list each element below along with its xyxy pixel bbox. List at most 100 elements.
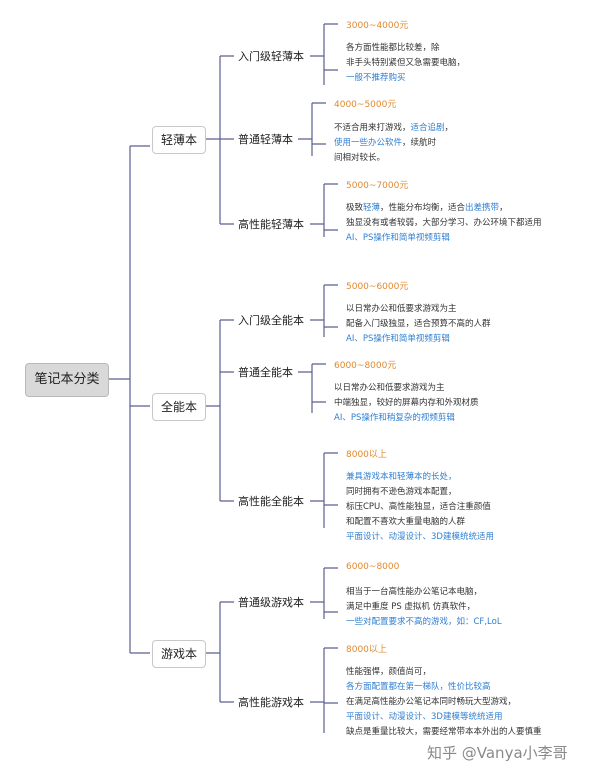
description-text: 间相对较长。	[334, 153, 386, 163]
watermark: 知乎 @Vanya小李哥	[427, 744, 568, 762]
description-line: 和配置不喜欢大重量电脑的人群	[346, 515, 494, 530]
description-line: 使用一些办公软件，续航时	[334, 136, 453, 151]
description-text: 各方面性能都比较差，除	[346, 43, 440, 53]
description-text: ，	[444, 123, 454, 133]
description-block: 相当于一台高性能办公笔记本电脑， 满足中重度 PS 虚拟机 仿真软件， 一些对配置要…	[346, 585, 502, 630]
description-line: AI、PS操作和简单视频剪辑	[346, 332, 491, 347]
price-label: 4000~5000元	[334, 100, 397, 110]
description-line: 配备入门级独显，适合预算不高的人群	[346, 317, 491, 332]
description-line: 独显没有或者较弱，大部分学习、办公环境下都适用	[346, 216, 542, 231]
description-text: 配备入门级独显，适合预算不高的人群	[346, 319, 491, 329]
description-line: 在满足高性能办公笔记本同时畅玩大型游戏，	[346, 695, 542, 710]
description-text: ，续航时	[402, 138, 437, 148]
description-text: 一般不推荐购买	[346, 73, 406, 83]
description-line: 间相对较长。	[334, 151, 453, 166]
description-block: 以日常办公和低要求游戏为主配备入门级独显，适合预算不高的人群 AI、PS操作和简单…	[346, 302, 491, 347]
description-text: 适合追剧	[410, 123, 445, 133]
price-label: 3000~4000元	[346, 21, 409, 31]
price-label: 8000以上	[346, 450, 387, 460]
description-line: 兼具游戏本和轻薄本的长处，	[346, 470, 494, 485]
sub-bracket-6	[310, 452, 338, 528]
sub-bracket-1	[310, 23, 338, 85]
description-line: 同时拥有不逊色游戏本配置，	[346, 485, 494, 500]
sub-bracket-5	[298, 363, 326, 413]
description-block: 性能强悍，颜值尚可， 各方面配置都在第一梯队，性价比较高在满足高性能办公笔记本同时…	[346, 665, 542, 740]
description-text: ，	[499, 203, 508, 213]
description-text: 非手头特别紧但又急需要电脑，	[346, 58, 466, 68]
description-text: 极致	[346, 203, 364, 213]
description-text: 平面设计、动漫设计、3D建模统统适用	[346, 532, 494, 542]
description-block: 极致轻薄，性能分布均衡，适合出差携带， 独显没有或者较弱，大部分学习、办公环境下都…	[346, 201, 542, 246]
description-line: 平面设计、动漫设计、3D建模等统统适用	[346, 710, 542, 725]
description-text: 同时拥有不逊色游戏本配置，	[346, 487, 457, 497]
description-line: AI、PS操作和稍复杂的视频剪辑	[334, 411, 479, 426]
description-line: 中端独显，较好的屏幕内存和外观材质	[334, 396, 479, 411]
description-text: 平面设计、动漫设计、3D建模等统统适用	[346, 712, 503, 722]
description-line: 各方面性能都比较差，除	[346, 41, 465, 56]
description-block: 以日常办公和低要求游戏为主中端独显，较好的屏幕内存和外观材质 AI、PS操作和稍复…	[334, 381, 479, 426]
sub-node[interactable]: 入门级全能本	[238, 314, 304, 327]
description-line: 标压CPU、高性能独显，适合注重颜值	[346, 500, 494, 515]
description-text: 独显没有或者较弱，大部分学习、办公环境下都适用	[346, 218, 542, 228]
description-text: AI、PS操作和稍复杂的视频剪辑	[334, 413, 455, 423]
description-text: 在满足高性能办公笔记本同时畅玩大型游戏，	[346, 697, 517, 707]
root-node[interactable]: 笔记本分类	[25, 363, 109, 397]
description-line: 缺点是重量比较大，需要经常带本本外出的人要慎重	[346, 725, 542, 740]
description-text: 缺点是重量比较大，需要经常带本本外出的人要慎重	[346, 727, 542, 737]
price-label: 5000~6000元	[346, 282, 409, 292]
sub-bracket-8	[310, 647, 338, 733]
description-line: 平面设计、动漫设计、3D建模统统适用	[346, 530, 494, 545]
description-line: 极致轻薄，性能分布均衡，适合出差携带，	[346, 201, 542, 216]
description-text: 兼具游戏本和轻薄本的长处，	[346, 472, 457, 482]
sub-bracket-3	[310, 183, 338, 237]
sub-node[interactable]: 普通级游戏本	[238, 596, 304, 609]
description-text: 不适合用来打游戏，	[334, 123, 411, 133]
description-line: 不适合用来打游戏，适合追剧，	[334, 121, 453, 136]
description-text: 标压CPU、高性能独显，适合注重颜值	[346, 502, 491, 512]
category-node-light[interactable]: 轻薄本	[152, 126, 206, 154]
root-connector	[107, 145, 150, 654]
description-text: 中端独显，较好的屏幕内存和外观材质	[334, 398, 479, 408]
description-text: 轻薄	[363, 203, 381, 213]
sub-node[interactable]: 高性能轻薄本	[238, 218, 304, 231]
cat1-connector	[205, 55, 234, 225]
description-line: 以日常办公和低要求游戏为主	[334, 381, 479, 396]
description-line: 非手头特别紧但又急需要电脑，	[346, 56, 465, 71]
description-line: 性能强悍，颜值尚可，	[346, 665, 542, 680]
description-text: 使用一些办公软件	[334, 138, 403, 148]
description-line: 相当于一台高性能办公笔记本电脑，	[346, 585, 502, 600]
description-text: 满足中重度 PS 虚拟机 仿真软件，	[346, 602, 476, 612]
description-line: 一些对配置要求不高的游戏，如：CF,LoL	[346, 615, 502, 630]
sub-bracket-2	[298, 102, 326, 156]
description-text: 相当于一台高性能办公笔记本电脑，	[346, 587, 483, 597]
price-label: 5000~7000元	[346, 181, 409, 191]
description-line: 满足中重度 PS 虚拟机 仿真软件，	[346, 600, 502, 615]
sub-node[interactable]: 入门级轻薄本	[238, 50, 304, 63]
sub-node[interactable]: 普通轻薄本	[238, 133, 293, 146]
description-text: ，性能分布均衡，适合	[380, 203, 466, 213]
description-text: 以日常办公和低要求游戏为主	[346, 304, 457, 314]
sub-node[interactable]: 高性能全能本	[238, 495, 304, 508]
price-label: 6000~8000元	[334, 361, 397, 371]
price-label: 8000以上	[346, 645, 387, 655]
sub-node[interactable]: 高性能游戏本	[238, 696, 304, 709]
description-text: 一些对配置要求不高的游戏，如：CF,LoL	[346, 617, 502, 627]
price-label: 6000~8000	[346, 562, 400, 572]
sub-node[interactable]: 普通全能本	[238, 366, 293, 379]
description-line: 一般不推荐购买	[346, 71, 465, 86]
category-node-gaming[interactable]: 游戏本	[152, 640, 206, 668]
description-block: 各方面性能都比较差，除非手头特别紧但又急需要电脑， 一般不推荐购买	[346, 41, 465, 86]
description-text: 以日常办公和低要求游戏为主	[334, 383, 445, 393]
cat2-connector	[205, 319, 234, 502]
description-line: AI、PS操作和简单视频剪辑	[346, 231, 542, 246]
cat3-connector	[205, 601, 234, 703]
sub-bracket-7	[310, 567, 338, 619]
description-line: 以日常办公和低要求游戏为主	[346, 302, 491, 317]
description-line: 各方面配置都在第一梯队，性价比较高	[346, 680, 542, 695]
category-node-allround[interactable]: 全能本	[152, 393, 206, 421]
description-block: 不适合用来打游戏，适合追剧，使用一些办公软件，续航时间相对较长。	[334, 121, 453, 166]
description-block: 兼具游戏本和轻薄本的长处， 同时拥有不逊色游戏本配置， 标压CPU、高性能独显，适合…	[346, 470, 494, 545]
description-text: 各方面配置都在第一梯队，性价比较高	[346, 682, 491, 692]
description-text: 出差携带	[465, 203, 500, 213]
